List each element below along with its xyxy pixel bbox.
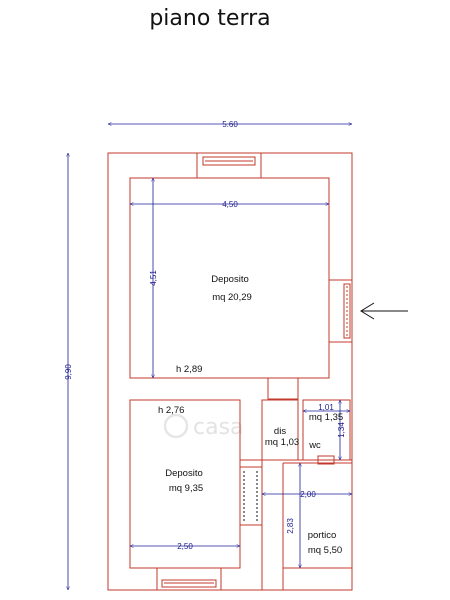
deposito-large-height: h 2,89: [176, 364, 202, 375]
watermark-text: casa: [193, 415, 244, 440]
window-bottom: [156, 567, 222, 591]
dim-portico-width: 2,00: [300, 490, 316, 499]
door-right: [328, 279, 353, 343]
dim-portico-height: 2,83: [286, 518, 295, 534]
wc-area: mq 1,35: [309, 412, 343, 423]
walls: [107, 152, 353, 591]
dis-area: mq 1,03: [265, 437, 299, 448]
dimension-lines: [68, 124, 352, 590]
dim-deposito-small-width: 2,50: [177, 542, 193, 551]
dim-overall-height: 9,90: [64, 364, 73, 380]
deposito-large-name: Deposito: [211, 274, 249, 285]
dim-deposito-large-width: 4,50: [222, 200, 238, 209]
dim-wc-height: 1,34: [337, 422, 346, 438]
window-top: [196, 152, 262, 179]
door-small-deposito: [239, 466, 263, 526]
wc-name: wc: [308, 440, 321, 451]
corridor-walls: [267, 377, 299, 400]
outer-wall: [107, 152, 353, 591]
deposito-large-area: mq 20,29: [212, 292, 252, 303]
watermark-logo-icon: casa: [163, 413, 244, 440]
dim-deposito-large-height: 4,51: [149, 270, 158, 286]
portico-name: portico: [308, 530, 337, 541]
deposito-small-name: Deposito: [165, 468, 203, 479]
dim-wc-width: 1,01: [318, 403, 334, 412]
plan-title: piano terra: [149, 6, 271, 31]
deposito-small-area: mq 9,35: [169, 483, 203, 494]
dim-overall-width: 5.60: [222, 120, 238, 129]
deposito-small-height: h 2,76: [158, 405, 184, 416]
dis-name: dis: [274, 426, 286, 437]
portico-area: mq 5,50: [308, 545, 342, 556]
entrance-arrow-icon: [360, 302, 408, 320]
